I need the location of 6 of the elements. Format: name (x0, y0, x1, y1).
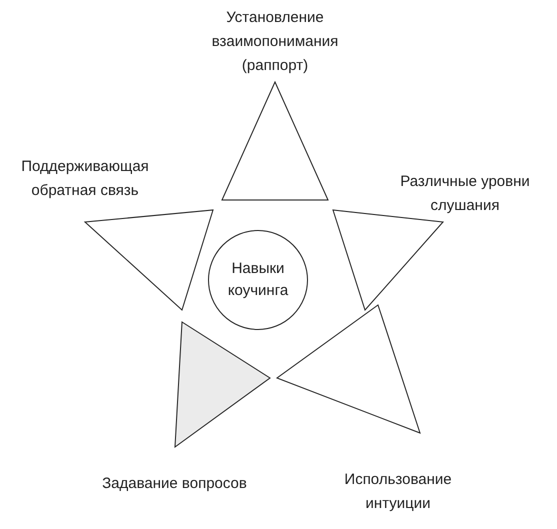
circle-label: Навыки коучинга (226, 259, 290, 301)
point-label: Различные уровни слушания (399, 172, 531, 216)
point-label: Установление взаимопонимания (раппорт) (210, 8, 340, 76)
point-label: Использование интуиции (343, 470, 453, 514)
point-label: Поддерживающая обратная связь (20, 157, 150, 201)
point-label: Задавание вопросов (101, 474, 248, 494)
